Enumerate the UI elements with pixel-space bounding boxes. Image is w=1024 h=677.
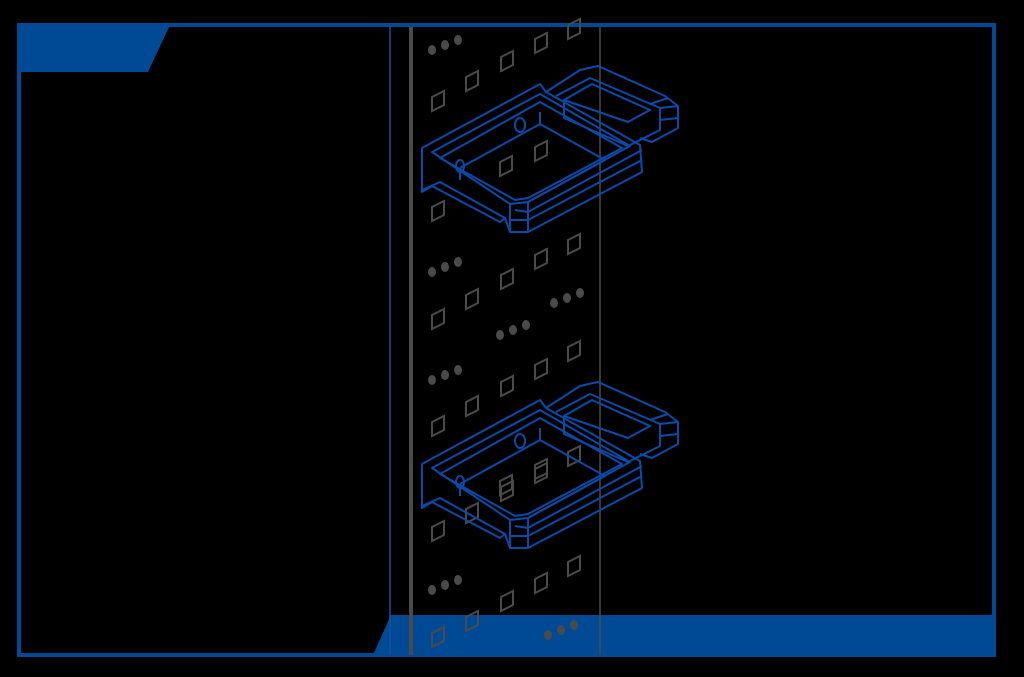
pegboard-dot — [454, 365, 462, 375]
shelf-brackets — [421, 65, 679, 549]
pegboard-hole — [534, 139, 548, 163]
pegboard-hole — [465, 287, 479, 311]
pegboard-hole — [431, 414, 445, 438]
pegboard-hole — [465, 69, 479, 93]
pegboard-dot — [441, 262, 449, 272]
pegboard-hole — [431, 199, 445, 223]
pegboard-hole — [465, 501, 479, 525]
pegboard-hole — [500, 479, 514, 503]
pegboard-dot — [509, 325, 517, 335]
pegboard-hole — [534, 247, 548, 271]
pegboard-dot — [570, 620, 578, 630]
pegboard-hole — [500, 49, 514, 73]
pegboard-hole — [500, 589, 514, 613]
pegboard-hole — [431, 625, 445, 649]
pegboard-hole — [567, 232, 581, 256]
pegboard-dot — [441, 580, 449, 590]
pegboard-hole — [534, 357, 548, 381]
pegboard-hole — [499, 473, 513, 497]
pegboard-dot — [522, 320, 530, 330]
pegboard-dot — [544, 630, 552, 640]
pegboard-hole — [567, 339, 581, 363]
pegboard-dot — [454, 257, 462, 267]
pegboard-dot — [454, 575, 462, 585]
pegboard-dot — [550, 298, 558, 308]
pegboard-dot — [441, 40, 449, 50]
pegboard-dot — [428, 45, 436, 55]
pegboard-dot — [576, 288, 584, 298]
pegboard-hole — [431, 307, 445, 331]
pegboard-hole — [567, 17, 581, 41]
pegboard-hole — [431, 519, 445, 543]
pegboard-hole — [465, 394, 479, 418]
pegboard-hole — [534, 571, 548, 595]
pegboard-hole — [534, 31, 548, 55]
lower-shelf-bracket — [421, 381, 679, 549]
pegboard-dot — [496, 330, 504, 340]
pegboard-dot — [428, 375, 436, 385]
pegboard-hole — [431, 89, 445, 113]
top-left-tab — [19, 25, 170, 72]
pegboard-hole — [500, 374, 514, 398]
frame — [17, 23, 996, 657]
pegboard-dot — [557, 625, 565, 635]
pegboard-hole — [567, 444, 581, 468]
pegboard-hole — [465, 609, 479, 633]
pegboard-dot — [441, 370, 449, 380]
pegboard-hole — [499, 154, 513, 178]
pegboard-dot — [454, 35, 462, 45]
pegboard-hole — [534, 457, 548, 481]
pegboard-hole — [567, 554, 581, 578]
upper-shelf-bracket — [421, 65, 679, 233]
pegboard — [389, 17, 601, 655]
pegboard-dot — [563, 293, 571, 303]
pegboard-hole — [500, 267, 514, 291]
pegboard-dot — [428, 585, 436, 595]
bottom-band — [372, 615, 996, 657]
pegboard-dot — [428, 267, 436, 277]
